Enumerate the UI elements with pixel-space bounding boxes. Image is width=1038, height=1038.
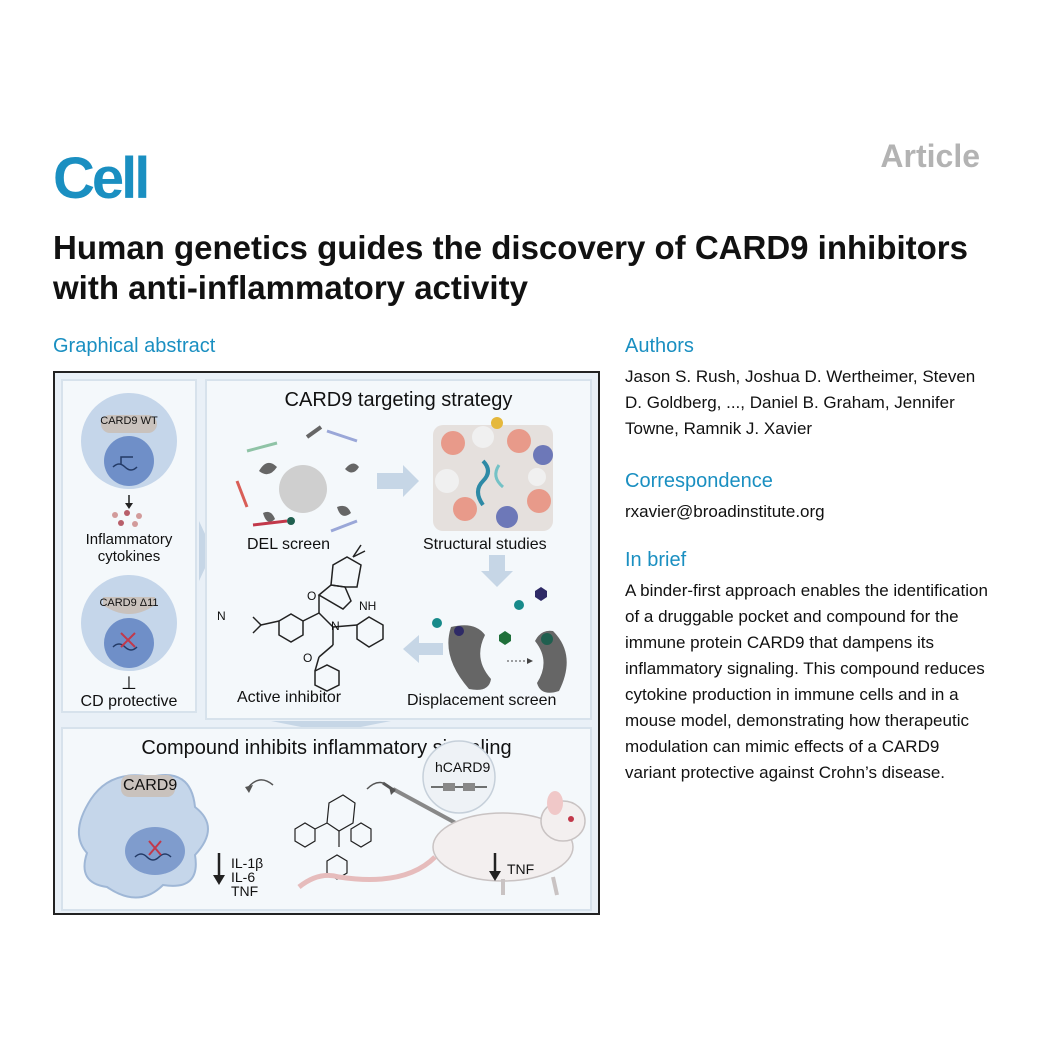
signaling-panel: Compound inhibits inflammatory signaling — [61, 727, 592, 911]
in-brief-text: A binder-first approach enables the iden… — [625, 581, 988, 782]
tnf-label: TNF — [231, 883, 259, 899]
chem-nh-label: NH — [359, 599, 377, 613]
chem-nme-label: N — [217, 609, 226, 623]
card9-cell-label: CARD9 — [123, 777, 178, 794]
card9-delta11-label: CARD9 Δ11 — [99, 597, 159, 609]
article-title: Human genetics guides the discovery of C… — [53, 229, 968, 306]
chem-n-label: N — [331, 619, 340, 633]
il6-label: IL-6 — [231, 869, 256, 885]
del-screen-label: DEL screen — [247, 536, 330, 553]
hcard9-label: hCARD9 — [435, 759, 491, 775]
authors-list: Jason S. Rush, Joshua D. Wertheimer, Ste… — [625, 367, 976, 438]
journal-logo: Cell — [53, 146, 150, 211]
structural-studies-label: Structural studies — [423, 536, 547, 553]
signaling-panel-title: Compound inhibits inflammatory signaling — [141, 737, 512, 759]
genetics-panel: CARD9 WT Inflammatory cytokines CARD9 Δ1… — [61, 379, 197, 713]
in-brief-section: In brief A binder-first approach enables… — [625, 550, 990, 786]
inflammatory-cytokines-label: Inflammatory cytokines — [85, 531, 173, 565]
mouse-tnf-label: TNF — [507, 861, 535, 877]
displacement-screen-label: Displacement screen — [407, 692, 557, 709]
article-type-label: Article — [880, 138, 980, 174]
inhibition-symbol: ⊥ — [121, 673, 137, 693]
authors-section: Authors Jason S. Rush, Joshua D. Werthei… — [625, 336, 990, 442]
cd-protective-label: CD protective — [80, 693, 178, 710]
il1b-label: IL-1β — [231, 855, 264, 871]
card9-wt-label: CARD9 WT — [100, 415, 158, 427]
correspondence-section: Correspondence rxavier@broadinstitute.or… — [625, 471, 990, 525]
graphical-abstract-figure: CARD9 WT Inflammatory cytokines CARD9 Δ1… — [53, 371, 600, 915]
correspondence-heading: Correspondence — [625, 470, 773, 492]
in-brief-heading: In brief — [625, 549, 687, 571]
strategy-illustration — [235, 417, 567, 693]
chem-o-label: O — [307, 589, 317, 603]
targeting-strategy-panel: CARD9 targeting strategy — [205, 379, 592, 720]
targeting-strategy-title: CARD9 targeting strategy — [284, 389, 513, 411]
signaling-illustration — [78, 740, 586, 899]
active-inhibitor-label: Active inhibitor — [237, 689, 342, 706]
genetics-illustration — [81, 393, 177, 671]
chem-o2-label: O — [303, 651, 313, 665]
graphical-abstract-heading: Graphical abstract — [53, 335, 216, 357]
authors-heading: Authors — [625, 335, 694, 357]
correspondence-email[interactable]: rxavier@broadinstitute.org — [625, 502, 825, 521]
